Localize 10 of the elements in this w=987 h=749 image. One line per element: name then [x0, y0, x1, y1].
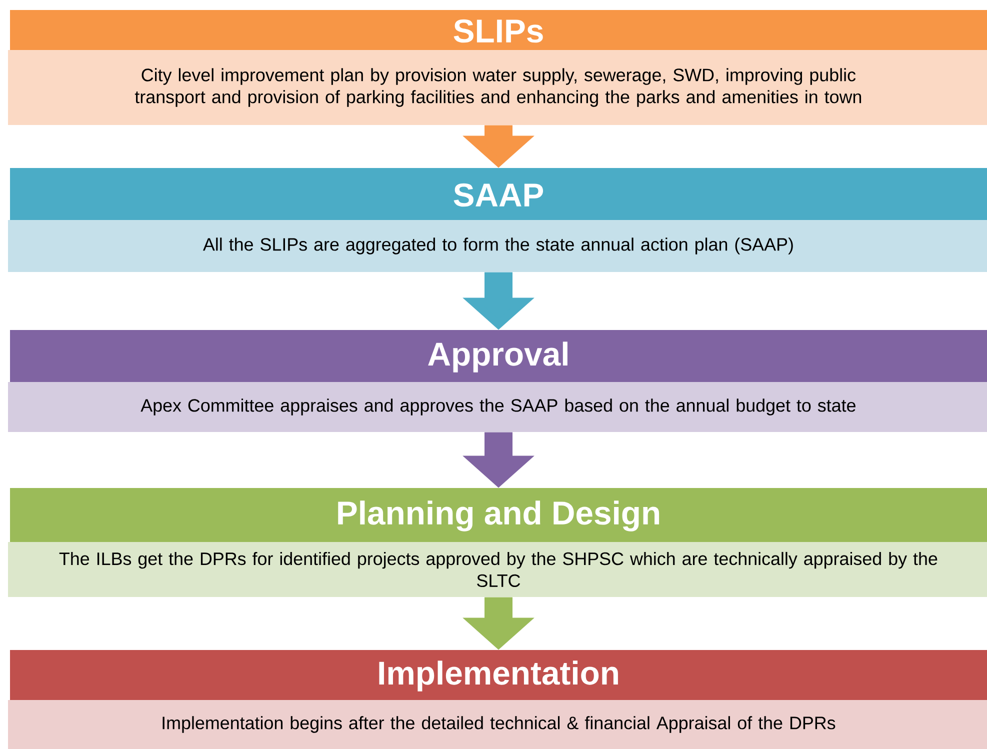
stage-box: SAAP All the SLIPs are aggregated to form the state annual action plan (SAAP)	[8, 168, 987, 272]
stage-box: Implementation Implementation begins after the detailed technical & financial Appraisal of the DPRs	[8, 650, 987, 749]
node-label: Planning and Design	[338, 500, 660, 532]
stage-box: Planning and Design The ILBs get the DPRs for identified projects approved by the SHPSC which are technically appraised by the SLTC	[8, 488, 987, 597]
node-label: Implementation begins after the detailed technical & financial Appraisal of the DPRs	[162, 716, 836, 733]
stage-box: Approval Apex Committee appraises and approves the SAAP based on the annual budget to state	[8, 330, 987, 432]
node-label: SLIPs	[454, 19, 543, 43]
node-label: Apex Committee appraises and approves the SAAP based on the annual budget to state	[140, 398, 856, 416]
stage-box: SLIPs City level improvement plan by provision water supply, sewerage, SWD, improving public transport and provision of parking facilities and enhancing the parks and amenities in town	[8, 10, 987, 125]
node-label: SAAP	[454, 183, 544, 207]
